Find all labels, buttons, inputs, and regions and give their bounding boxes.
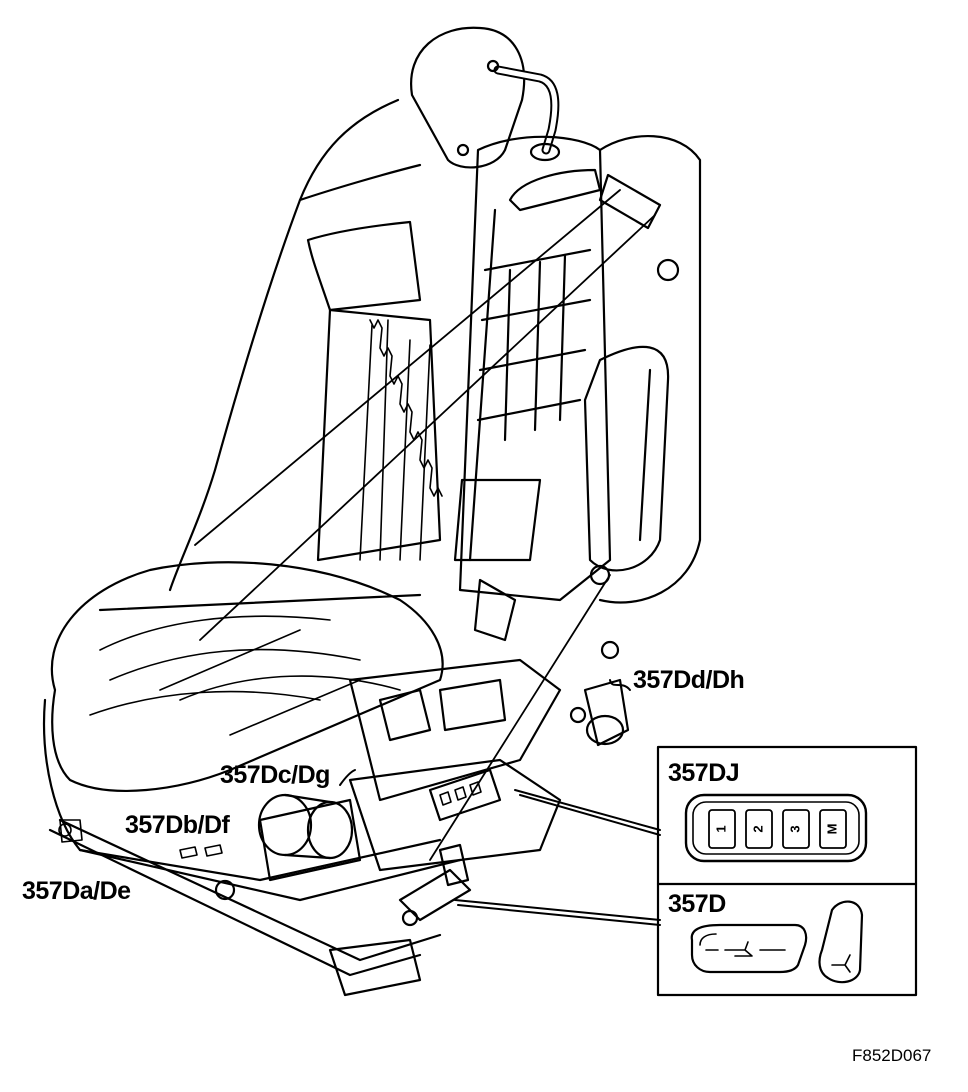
perspective-lines xyxy=(194,189,656,861)
label-memory-panel: 357DJ xyxy=(668,759,740,787)
backrest-heating-element xyxy=(359,319,443,561)
switch-panel-box xyxy=(656,745,918,997)
seat-cushion xyxy=(42,561,462,902)
figure-code: F852D067 xyxy=(852,1046,932,1065)
memory-button-panel: 1 2 3 M xyxy=(684,793,868,863)
label-rear-height-motor: 357Dc/Dg xyxy=(220,761,330,789)
label-length-motor: 357Da/De xyxy=(22,877,131,905)
memory-button-m xyxy=(819,809,847,849)
backrest-silhouette-icon xyxy=(831,954,851,973)
frame-details xyxy=(58,819,223,859)
seat-adjust-switch xyxy=(690,923,808,974)
memory-button-label-m: M xyxy=(824,824,839,835)
memory-button-label-1: 1 xyxy=(713,825,728,832)
seat-silhouette-icon xyxy=(724,941,753,957)
memory-button-3 xyxy=(782,809,810,849)
leader-lines xyxy=(339,679,661,926)
seat-back xyxy=(168,98,702,642)
backrest-adjust-switch xyxy=(818,900,864,984)
memory-button-2 xyxy=(745,809,773,849)
label-front-height-motor: 357Dd/Dh xyxy=(633,666,745,694)
memory-button-label-3: 3 xyxy=(787,825,802,832)
headrest xyxy=(410,26,561,169)
memory-button-1 xyxy=(708,809,736,849)
label-tilt-motor: 357Db/Df xyxy=(125,811,230,839)
memory-button-label-2: 2 xyxy=(750,825,765,832)
seat-frame xyxy=(48,640,630,997)
label-seat-switch: 357D xyxy=(668,890,726,918)
